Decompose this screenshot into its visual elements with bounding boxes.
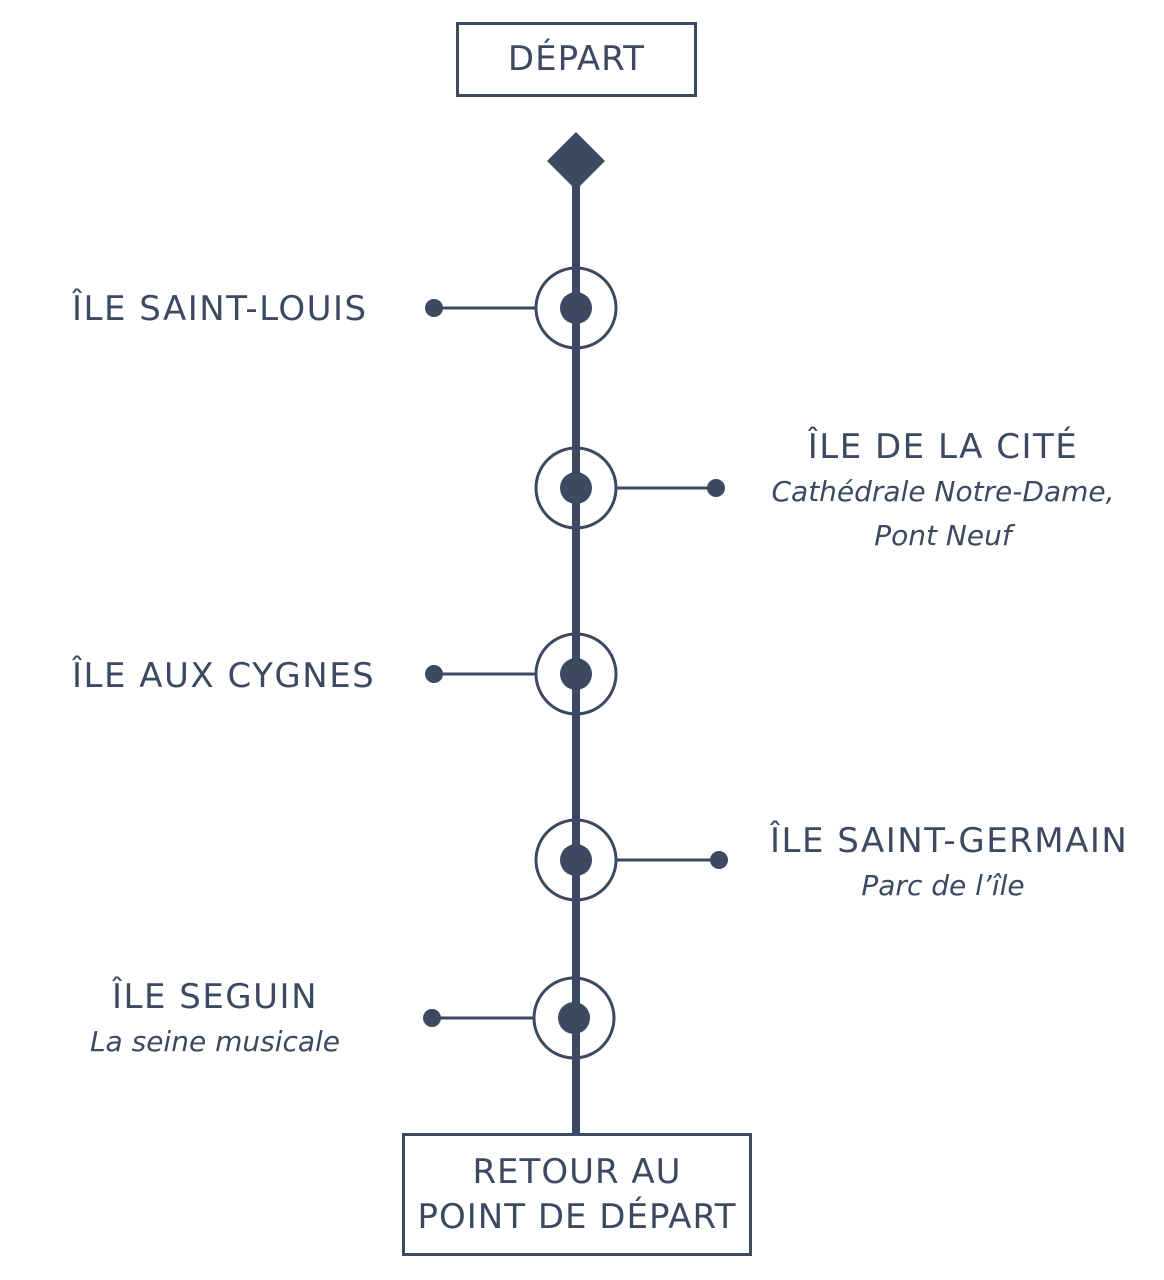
stop-label-saint-louis: ÎLE SAINT-LOUIS [72, 286, 368, 332]
stop-dot [560, 292, 592, 324]
stop-name: ÎLE DE LA CITÉ [807, 427, 1079, 467]
stop-subtitle: Pont Neuf [874, 519, 1012, 552]
end-label: RETOUR AU POINT DE DÉPART [418, 1150, 737, 1240]
dot-icon [710, 851, 728, 869]
stop-marker-seguin [423, 976, 616, 1060]
stop-label-cite: ÎLE DE LA CITÉ Cathédrale Notre-Dame, Po… [740, 424, 1146, 558]
stop-subtitle: La seine musicale [89, 1025, 341, 1058]
dot-icon [707, 479, 725, 497]
stop-dot [560, 658, 592, 690]
dot-icon [425, 299, 443, 317]
stop-name: ÎLE SEGUIN [111, 977, 319, 1017]
stop-label-cygnes: ÎLE AUX CYGNES [72, 653, 375, 699]
dot-icon [425, 665, 443, 683]
start-label: DÉPART [507, 39, 646, 80]
stop-dot [560, 844, 592, 876]
end-box: RETOUR AU POINT DE DÉPART [402, 1133, 752, 1256]
stop-dot [558, 1002, 590, 1034]
stop-subtitle: Cathédrale Notre-Dame, [771, 475, 1115, 508]
end-label-line-1: RETOUR AU [472, 1151, 682, 1192]
stop-marker-cygnes [425, 632, 618, 716]
stop-label-seguin: ÎLE SEGUIN La seine musicale [60, 974, 370, 1064]
diamond-icon [547, 132, 605, 190]
stop-subtitle: Parc de l’île [861, 869, 1025, 902]
stop-marker-saint-germain [534, 818, 728, 902]
stop-name: ÎLE SAINT-LOUIS [72, 289, 368, 329]
end-label-line-2: POINT DE DÉPART [417, 1196, 737, 1237]
stop-dot [560, 472, 592, 504]
stop-name: ÎLE SAINT-GERMAIN [770, 821, 1129, 861]
stop-marker-cite [534, 446, 725, 530]
start-box: DÉPART [456, 22, 697, 97]
stop-label-saint-germain: ÎLE SAINT-GERMAIN Parc de l’île [770, 818, 1129, 908]
dot-icon [423, 1009, 441, 1027]
stop-marker-saint-louis [425, 266, 618, 350]
stop-name: ÎLE AUX CYGNES [72, 656, 376, 696]
